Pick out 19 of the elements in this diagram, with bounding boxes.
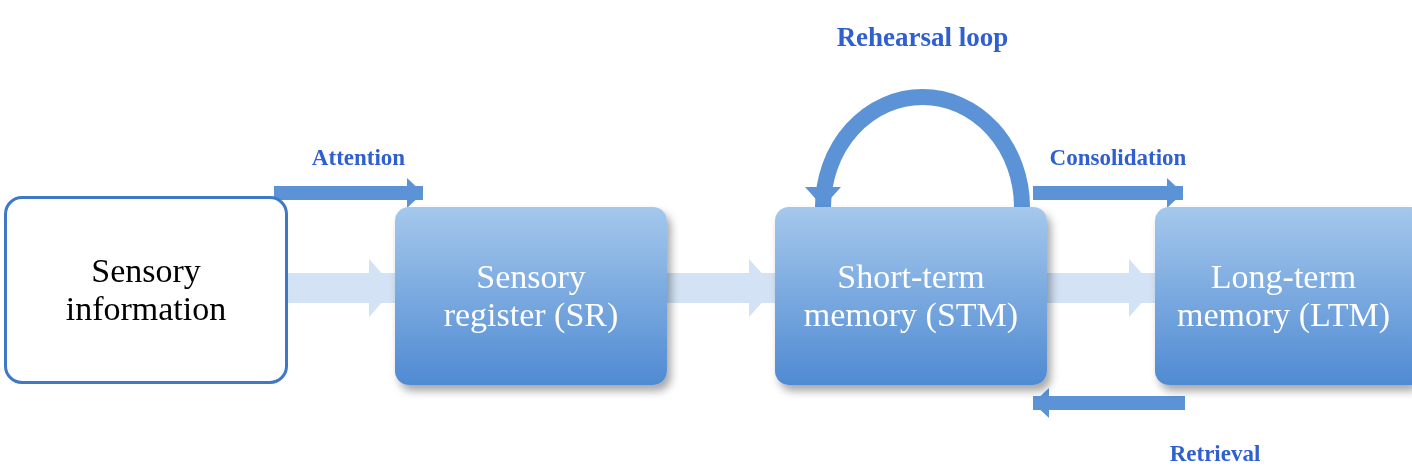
arrow — [1033, 388, 1185, 418]
process-box — [1155, 207, 1412, 385]
node-text: Long-term memory (LTM) — [1176, 257, 1391, 335]
arrow — [667, 259, 775, 317]
edge-label: Retrieval — [1169, 440, 1261, 468]
node-text: Short-term memory (STM) — [803, 257, 1019, 335]
arrow — [288, 259, 395, 317]
edge-label: Consolidation — [1049, 144, 1187, 172]
edge-label: Rehearsal loop — [836, 21, 1009, 54]
arrow — [1033, 178, 1183, 208]
arrow — [806, 89, 1030, 208]
edge-label: Attention — [311, 144, 406, 172]
arrow — [1047, 259, 1155, 317]
process-box — [395, 207, 667, 385]
node-text: Sensory information — [64, 251, 228, 329]
input-box — [4, 196, 288, 384]
arrow — [274, 178, 423, 208]
node-text: Sensory register (SR) — [442, 257, 620, 335]
process-box — [775, 207, 1047, 385]
